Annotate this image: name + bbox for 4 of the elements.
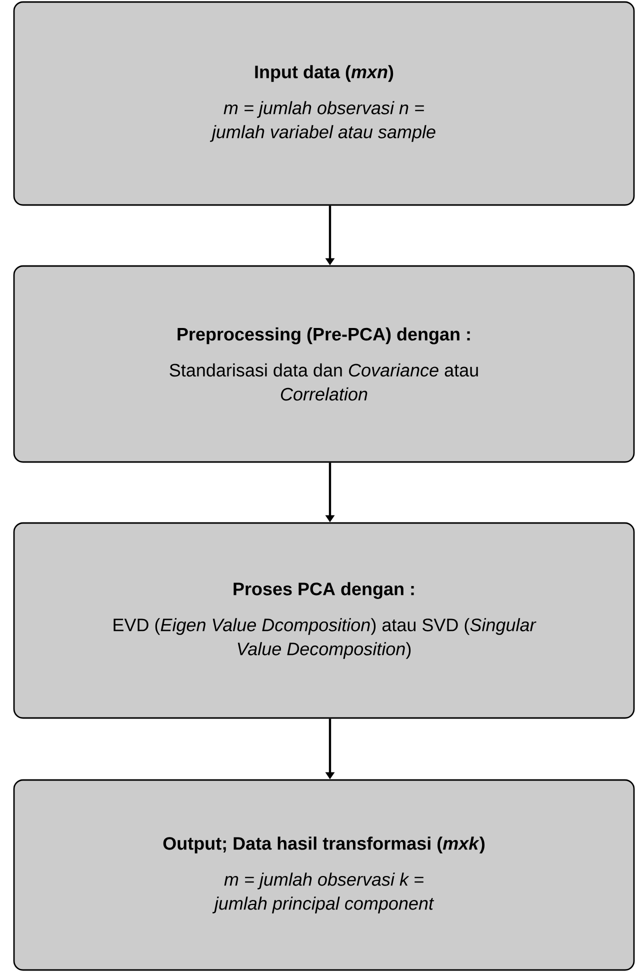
process-box: Preprocessing (Pre-PCA) dengan : Standarisasi data dan Covariance atau Correlation [13, 265, 635, 463]
process-box: Output; Data hasil transformasi (mxk) m = jumlah observasi k = jumlah principal component [13, 779, 635, 971]
process-box: Proses PCA dengan : EVD (Eigen Value Dcomposition) atau SVD (Singular Value Decomposition) [13, 522, 635, 719]
process-box: Input data (mxn) m = jumlah observasi n = jumlah variabel atau sample [13, 1, 635, 206]
